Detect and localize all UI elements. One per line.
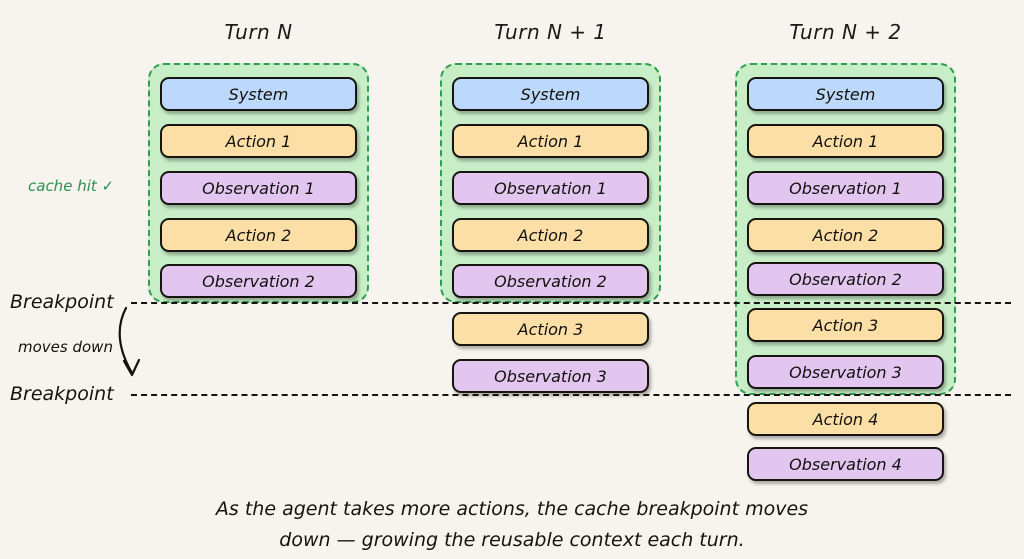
message-box-action[interactable]: Action 4	[747, 402, 944, 436]
message-box-action[interactable]: Action 1	[160, 124, 357, 158]
moves-down-label: moves down	[18, 338, 113, 356]
column-title-turn-n-plus-2: Turn N + 2	[789, 20, 902, 44]
breakpoint-line-upper	[131, 302, 1011, 304]
message-box-observation[interactable]: Observation 1	[747, 171, 944, 205]
message-box-system[interactable]: System	[747, 77, 944, 111]
message-box-observation[interactable]: Observation 2	[747, 262, 944, 296]
breakpoint-line-lower	[131, 394, 1011, 396]
message-box-action[interactable]: Action 1	[747, 124, 944, 158]
cache-hit-label: cache hit ✓	[28, 177, 115, 195]
message-box-observation[interactable]: Observation 3	[452, 359, 649, 393]
message-box-observation[interactable]: Observation 4	[747, 447, 944, 481]
column-title-turn-n-plus-1: Turn N + 1	[494, 20, 607, 44]
message-box-system[interactable]: System	[452, 77, 649, 111]
caption-line-2: down — growing the reusable context each…	[279, 529, 745, 551]
message-box-action[interactable]: Action 2	[160, 218, 357, 252]
message-box-action[interactable]: Action 3	[747, 308, 944, 342]
message-box-observation[interactable]: Observation 1	[160, 171, 357, 205]
message-box-observation[interactable]: Observation 1	[452, 171, 649, 205]
message-box-observation[interactable]: Observation 3	[747, 355, 944, 389]
message-box-observation[interactable]: Observation 2	[452, 264, 649, 298]
moves-down-arrow-icon	[118, 306, 141, 377]
breakpoint-label-lower: Breakpoint	[10, 383, 114, 405]
message-box-action[interactable]: Action 1	[452, 124, 649, 158]
caption-line-1: As the agent takes more actions, the cac…	[215, 498, 809, 520]
breakpoint-label-upper: Breakpoint	[10, 291, 114, 313]
message-box-system[interactable]: System	[160, 77, 357, 111]
message-box-action[interactable]: Action 3	[452, 312, 649, 346]
column-title-turn-n: Turn N	[224, 20, 293, 44]
message-box-observation[interactable]: Observation 2	[160, 264, 357, 298]
message-box-action[interactable]: Action 2	[452, 218, 649, 252]
message-box-action[interactable]: Action 2	[747, 218, 944, 252]
